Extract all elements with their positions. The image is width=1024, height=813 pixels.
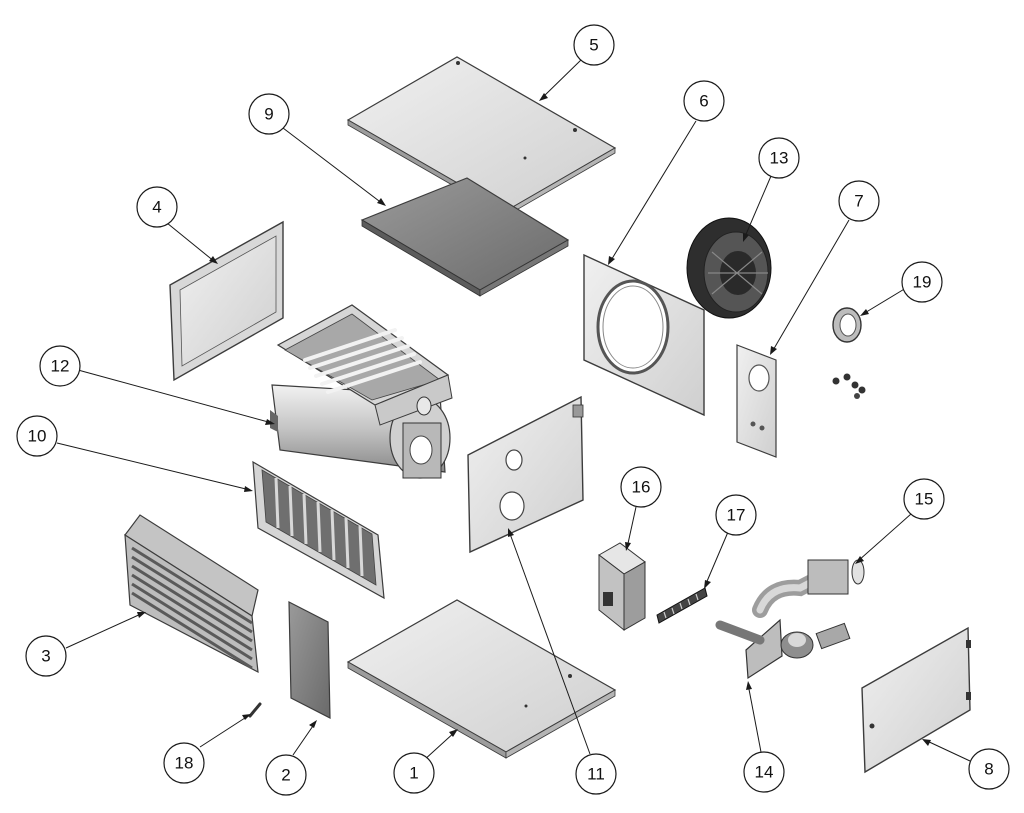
callout-18-label: 18 [175, 754, 194, 773]
part-14-burner-assembly [715, 618, 851, 680]
part-19-grommet [832, 307, 862, 343]
callout-17-label: 17 [727, 506, 746, 525]
callout-17: 17 [704, 494, 757, 589]
callout-12: 12 [39, 345, 275, 425]
callout-15-label: 15 [915, 490, 934, 509]
callout-8: 8 [922, 739, 1010, 790]
callout-19: 19 [860, 261, 943, 316]
callout-5-label: 5 [589, 36, 598, 55]
callout-14: 14 [743, 681, 785, 793]
callout-10: 10 [16, 415, 253, 492]
small-fasteners [832, 373, 866, 399]
part-16-control-box [598, 542, 646, 632]
callout-14-label: 14 [755, 763, 774, 782]
callout-layer: 1 2 3 4 5 [16, 24, 1010, 796]
callout-18: 18 [163, 714, 251, 784]
callout-6: 6 [608, 80, 725, 265]
callout-1-label: 1 [409, 764, 418, 783]
callout-15: 15 [855, 478, 945, 564]
callout-3-label: 3 [41, 647, 50, 666]
callout-6-label: 6 [699, 92, 708, 111]
callout-16-label: 16 [632, 478, 651, 497]
part-7-bracket [736, 344, 777, 458]
callout-3: 3 [25, 612, 146, 677]
part-18-screw [248, 702, 262, 718]
callout-7: 7 [770, 180, 880, 355]
callout-4-label: 4 [152, 198, 161, 217]
part-13-fan [686, 217, 772, 319]
callout-4: 4 [136, 186, 218, 264]
part-1-base-panel [346, 599, 617, 759]
part-2-side-strip [288, 601, 331, 719]
callout-19-label: 19 [913, 273, 932, 292]
part-8-door-panel [861, 626, 971, 774]
part-3-louvre-grille [124, 514, 259, 674]
part-10-filter-rack [252, 460, 385, 600]
callout-11: 11 [508, 528, 617, 795]
callout-9: 9 [248, 93, 386, 206]
callout-2: 2 [265, 720, 317, 796]
part-11-front-plate [467, 395, 584, 554]
callout-9-label: 9 [264, 105, 273, 124]
part-12-heat-exchanger [270, 304, 453, 479]
callout-12-label: 12 [51, 357, 70, 376]
callout-11-label: 11 [587, 765, 605, 784]
callout-1: 1 [393, 729, 458, 794]
part-15-gas-pipe [752, 559, 865, 618]
part-6-fan-panel [583, 253, 705, 417]
part-4-side-panel [169, 220, 284, 382]
part-9-filter-tray [360, 177, 570, 297]
callout-8-label: 8 [984, 760, 993, 779]
part-17-terminal-strip [656, 587, 708, 624]
callout-13: 13 [743, 137, 800, 242]
callout-2-label: 2 [281, 766, 290, 785]
callout-5: 5 [539, 24, 615, 101]
callout-13-label: 13 [770, 149, 789, 168]
callout-10-label: 10 [28, 427, 47, 446]
callout-7-label: 7 [854, 192, 863, 211]
callout-16: 16 [620, 466, 662, 551]
part-5-top-panel [346, 56, 617, 217]
